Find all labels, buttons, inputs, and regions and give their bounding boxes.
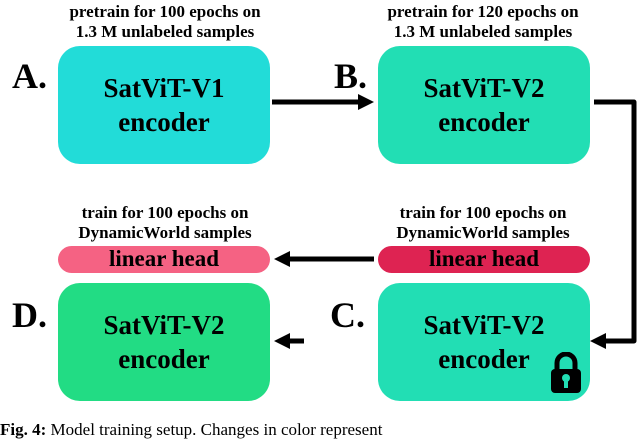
stage-a-note-line1: pretrain for 100 epochs on bbox=[69, 2, 261, 21]
arrow-a-to-b bbox=[272, 94, 374, 110]
stage-c-note: train for 100 epochs on DynamicWorld sam… bbox=[358, 203, 608, 243]
stage-d-note-line1: train for 100 epochs on bbox=[81, 203, 249, 222]
stage-a-note-line2: 1.3 M unlabeled samples bbox=[75, 22, 255, 41]
flow-arrows bbox=[272, 94, 637, 349]
stage-d-note-line2: DynamicWorld samples bbox=[78, 223, 252, 242]
stage-c-encoder-title: SatViT-V2 bbox=[423, 310, 545, 340]
stage-c-encoder-subtitle: encoder bbox=[438, 344, 530, 374]
stage-b-note-line1: pretrain for 120 epochs on bbox=[387, 2, 579, 21]
stage-b-encoder-title: SatViT-V2 bbox=[423, 73, 545, 103]
stage-c-label: C. bbox=[330, 295, 365, 335]
stage-c-encoder-box: SatViT-V2 encoder bbox=[378, 283, 590, 401]
stage-b-note: pretrain for 120 epochs on 1.3 M unlabel… bbox=[358, 2, 608, 42]
arrow-b-to-c bbox=[590, 99, 637, 349]
stage-d-label: D. bbox=[12, 295, 47, 335]
stage-d-encoder-subtitle: encoder bbox=[118, 344, 210, 374]
arrow-c-head-to-d-head bbox=[274, 251, 374, 267]
stage-b-encoder-box: SatViT-V2 encoder bbox=[378, 46, 590, 164]
stage-a-encoder-box: SatViT-V1 encoder bbox=[58, 46, 270, 164]
stage-d-encoder-box: SatViT-V2 encoder bbox=[58, 283, 270, 401]
figure-caption: Fig. 4: Model training setup. Changes in… bbox=[0, 420, 382, 440]
stage-c-note-line2: DynamicWorld samples bbox=[396, 223, 570, 242]
stage-b-label: B. bbox=[334, 56, 368, 96]
stage-d-linear-head: linear head bbox=[58, 246, 270, 273]
stage-d-note: train for 100 epochs on DynamicWorld sam… bbox=[40, 203, 290, 243]
stage-c-linear-head: linear head bbox=[378, 246, 590, 273]
arrow-c-to-d bbox=[274, 333, 304, 349]
stage-b-note-line2: 1.3 M unlabeled samples bbox=[393, 22, 573, 41]
stage-a-note: pretrain for 100 epochs on 1.3 M unlabel… bbox=[40, 2, 290, 42]
stage-a-label: A. bbox=[12, 56, 47, 96]
stage-d-encoder-title: SatViT-V2 bbox=[103, 310, 225, 340]
stage-a-encoder-subtitle: encoder bbox=[118, 107, 210, 137]
stage-c-note-line1: train for 100 epochs on bbox=[399, 203, 567, 222]
stage-b-encoder-subtitle: encoder bbox=[438, 107, 530, 137]
stage-a-encoder-title: SatViT-V1 bbox=[103, 73, 225, 103]
lock-icon bbox=[551, 352, 581, 393]
